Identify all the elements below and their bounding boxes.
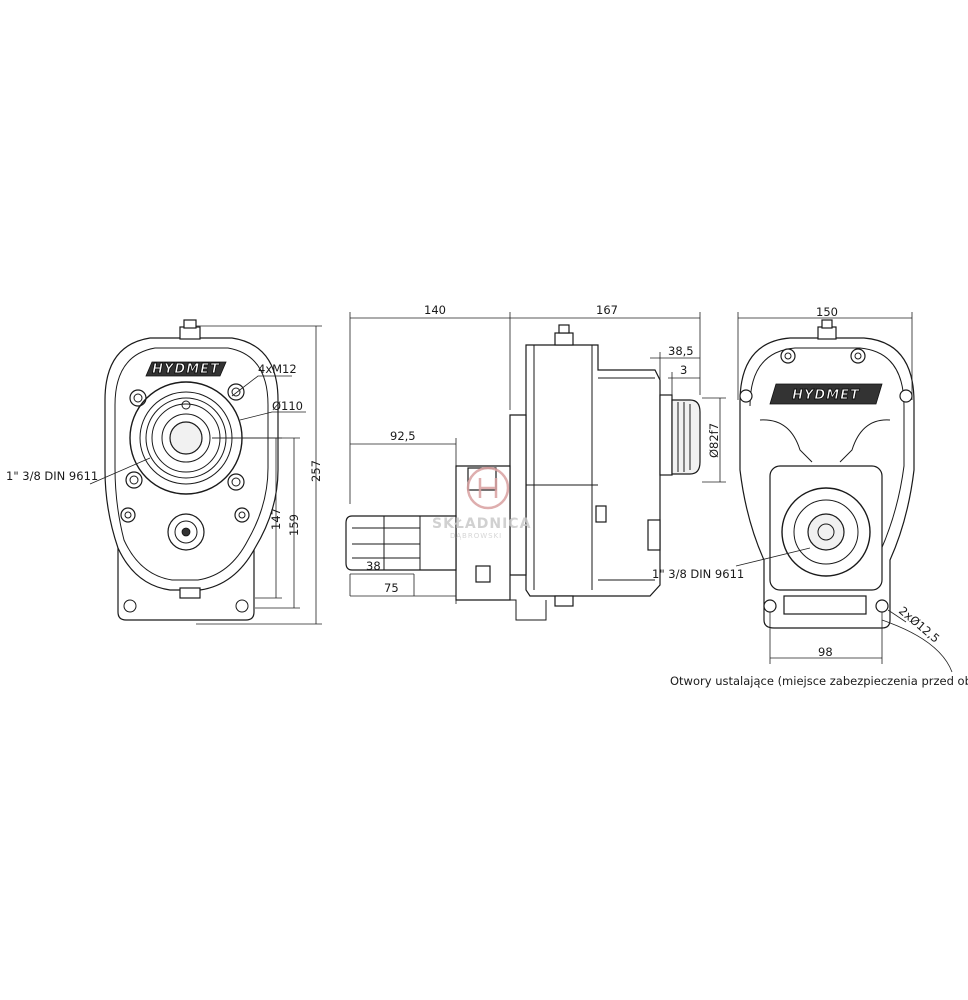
- label-side-92_5: 92,5: [390, 429, 416, 443]
- rear-logo-text: HYDMET: [792, 388, 860, 403]
- label-front-257: 257: [309, 460, 323, 482]
- side-gearbox-body: [525, 344, 661, 597]
- rear-logo-badge: [769, 383, 883, 405]
- note-locating-holes: Otwory ustalające (miejsce zabezpieczeni…: [670, 674, 968, 688]
- side-view: 140 167 38,5 3 92,5 Ø82f7 38 75 SKŁADNIC…: [345, 303, 726, 621]
- label-front-spline: 1" 3/8 DIN 9611: [6, 469, 98, 483]
- front-dim-257-lines: [196, 325, 322, 625]
- rear-shaft-center: [817, 523, 835, 541]
- side-base-foot: [456, 599, 547, 621]
- front-leader-spline: [89, 457, 151, 485]
- side-body-detail: [533, 345, 655, 590]
- label-rear-holes: 2xØ12,5: [896, 604, 942, 646]
- front-base-hole-left: [123, 599, 137, 613]
- front-top-plug: [179, 326, 201, 340]
- rear-view: HYDMET 150 1" 3/8 DIN 9611 2xØ12,5 98 Ot…: [652, 305, 968, 688]
- side-shaft-splines: [352, 516, 421, 570]
- front-bottom-plug: [179, 587, 201, 599]
- front-leader-4xm12: [231, 375, 292, 397]
- front-top-plug-cap: [183, 319, 197, 329]
- side-output-seal-rings: [677, 402, 691, 472]
- rear-dim-150-lines: [737, 312, 913, 400]
- rear-top-plug: [817, 326, 837, 340]
- rear-dim-98-lines: [769, 612, 883, 664]
- front-shaft-mark: [181, 400, 191, 410]
- label-side-140: 140: [424, 303, 446, 317]
- side-dim-38_5-lines: [650, 352, 700, 395]
- front-spline-shaft: [169, 421, 203, 455]
- rear-bottom-slot: [783, 595, 867, 615]
- label-side-3: 3: [680, 363, 687, 377]
- rear-ribs: [759, 419, 891, 463]
- side-top-plug-cap: [558, 324, 570, 334]
- front-base-hole-right: [235, 599, 249, 613]
- side-dim-38-lines: [349, 573, 415, 596]
- label-side-38: 38: [366, 559, 381, 573]
- side-output-seal: [671, 399, 701, 475]
- side-adapter-bolt: [475, 565, 491, 583]
- rear-housing-inner: [749, 347, 905, 553]
- side-dim-92_5-lines: [350, 438, 457, 466]
- front-logo-badge: [145, 361, 227, 377]
- side-bottom-plug: [554, 595, 574, 607]
- front-logo-text: HYDMET: [152, 362, 220, 377]
- label-side-d82f7: Ø82f7: [707, 423, 721, 458]
- label-front-147: 147: [269, 508, 283, 530]
- side-bolt-2: [647, 519, 661, 551]
- label-rear-spline: 1" 3/8 DIN 9611: [652, 567, 744, 581]
- front-view: HYDMET 4xM12 Ø110 1" 3/8 DIN 96: [6, 319, 323, 625]
- side-top-plug: [554, 332, 574, 346]
- watermark-line1: SKŁADNICA: [432, 516, 531, 532]
- side-output-flange: [659, 394, 673, 476]
- side-dim-167-lines: [510, 312, 701, 395]
- front-housing-inner: [114, 347, 269, 581]
- label-front-d110: Ø110: [272, 399, 303, 413]
- side-dim-140-lines: [349, 312, 511, 504]
- front-drain-plug-inner: [174, 520, 198, 544]
- watermark-line2: DĄBROWSKI: [450, 532, 502, 540]
- front-housing: [104, 337, 279, 591]
- front-drain-plug-center: [181, 527, 191, 537]
- label-side-38_5: 38,5: [668, 344, 694, 358]
- label-side-167: 167: [596, 303, 618, 317]
- watermark-logo-icon: [466, 466, 510, 510]
- rear-leader-spline: [735, 547, 811, 567]
- rear-top-plug-cap: [821, 319, 833, 329]
- side-bolt-1: [595, 505, 607, 523]
- side-dim-d82f7-lines: [702, 397, 726, 483]
- front-leader-d110: [239, 411, 306, 421]
- side-flange: [509, 414, 527, 576]
- watermark: SKŁADNICA DĄBROWSKI: [432, 466, 531, 540]
- rear-flange-outer: [781, 487, 871, 577]
- label-front-159: 159: [287, 514, 301, 536]
- side-dim-75-lines: [350, 590, 457, 604]
- rear-flange-ring: [793, 499, 859, 565]
- label-front-4xm12: 4xM12: [258, 362, 297, 376]
- rear-shaft: [807, 513, 845, 551]
- label-rear-98: 98: [818, 645, 833, 659]
- front-dim-147-lines: [212, 437, 282, 599]
- label-rear-150: 150: [816, 305, 838, 319]
- rear-leader-holes: [887, 609, 907, 623]
- side-dim-3-lines: [668, 372, 700, 395]
- side-adapter-block-top: [467, 467, 497, 491]
- rear-leader-note: [881, 619, 953, 673]
- side-input-shaft: [345, 515, 457, 571]
- front-shaft-outer: [161, 413, 211, 463]
- label-side-75: 75: [384, 581, 399, 595]
